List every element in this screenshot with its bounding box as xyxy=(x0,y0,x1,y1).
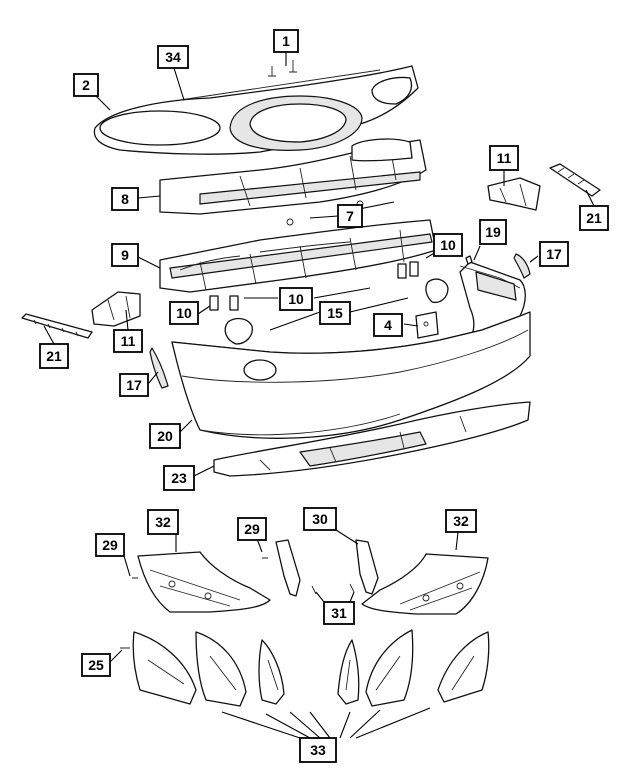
retainer-strip-21 xyxy=(21,163,601,339)
svg-text:23: 23 xyxy=(171,470,187,486)
callout-33[interactable]: 33 xyxy=(299,737,337,763)
svg-text:25: 25 xyxy=(88,657,104,673)
svg-text:32: 32 xyxy=(155,514,171,530)
callout-11-right[interactable]: 11 xyxy=(489,145,519,171)
callout-1[interactable]: 1 xyxy=(273,29,299,53)
lower-absorber xyxy=(159,200,437,293)
callout-34[interactable]: 34 xyxy=(157,45,189,69)
license-bracket xyxy=(415,311,439,339)
side-bracket-11 xyxy=(91,177,541,327)
svg-text:29: 29 xyxy=(102,537,118,553)
callout-10-a[interactable]: 10 xyxy=(433,233,463,257)
callout-21-right[interactable]: 21 xyxy=(579,205,609,231)
callout-15[interactable]: 15 xyxy=(319,301,351,325)
energy-absorber xyxy=(159,138,427,215)
callout-17-left[interactable]: 17 xyxy=(119,373,149,397)
callout-29-left[interactable]: 29 xyxy=(95,533,125,557)
svg-text:10: 10 xyxy=(176,305,192,321)
reflector-17 xyxy=(149,253,531,389)
svg-text:10: 10 xyxy=(440,237,456,253)
callout-25[interactable]: 25 xyxy=(81,653,111,677)
callout-29-right[interactable]: 29 xyxy=(237,517,267,541)
svg-text:21: 21 xyxy=(586,210,602,226)
bumper-fascia xyxy=(171,261,531,439)
svg-text:9: 9 xyxy=(121,247,129,263)
callout-31[interactable]: 31 xyxy=(323,601,355,625)
callout-4[interactable]: 4 xyxy=(373,313,403,337)
callout-10-b[interactable]: 10 xyxy=(279,287,313,311)
svg-text:17: 17 xyxy=(546,246,562,262)
callout-21-left[interactable]: 21 xyxy=(39,343,69,369)
brace-30 xyxy=(275,539,379,597)
svg-text:7: 7 xyxy=(346,208,354,224)
callout-32-left[interactable]: 32 xyxy=(147,509,179,535)
svg-text:17: 17 xyxy=(126,377,142,393)
lower-diffuser xyxy=(213,401,531,477)
callout-32-right[interactable]: 32 xyxy=(445,509,477,533)
svg-text:31: 31 xyxy=(331,605,347,621)
svg-text:10: 10 xyxy=(288,291,304,307)
svg-text:11: 11 xyxy=(497,150,512,166)
callout-7[interactable]: 7 xyxy=(337,204,363,228)
screw-icon xyxy=(120,557,355,649)
svg-text:34: 34 xyxy=(165,49,181,65)
callout-2[interactable]: 2 xyxy=(73,73,99,97)
grille-panel xyxy=(93,65,419,155)
callout-23[interactable]: 23 xyxy=(163,465,195,491)
svg-text:20: 20 xyxy=(157,428,173,444)
svg-text:8: 8 xyxy=(121,191,129,207)
splash-shield-left xyxy=(137,551,271,613)
svg-text:4: 4 xyxy=(384,317,392,333)
svg-text:30: 30 xyxy=(312,511,328,527)
callout-8[interactable]: 8 xyxy=(111,187,139,211)
bracket-10 xyxy=(209,261,449,345)
svg-text:1: 1 xyxy=(282,33,290,49)
callout-9[interactable]: 9 xyxy=(111,243,139,267)
callout-19[interactable]: 19 xyxy=(479,219,507,245)
clip-19 xyxy=(465,255,473,265)
svg-text:21: 21 xyxy=(46,348,62,364)
screw-icon xyxy=(268,60,297,77)
svg-text:19: 19 xyxy=(485,224,501,240)
svg-text:33: 33 xyxy=(310,742,326,758)
splash-shield-right xyxy=(361,553,489,615)
svg-text:11: 11 xyxy=(121,333,136,349)
svg-text:15: 15 xyxy=(327,305,343,321)
callout-11-left[interactable]: 11 xyxy=(113,329,143,353)
callout-10-c[interactable]: 10 xyxy=(169,301,199,325)
svg-text:29: 29 xyxy=(244,521,260,537)
callout-20[interactable]: 20 xyxy=(149,423,181,449)
callout-30[interactable]: 30 xyxy=(303,507,337,531)
leader-lines xyxy=(43,52,595,739)
mud-flaps xyxy=(132,629,490,707)
callout-17-right[interactable]: 17 xyxy=(539,241,569,267)
svg-text:32: 32 xyxy=(453,513,469,529)
svg-text:2: 2 xyxy=(82,77,90,93)
